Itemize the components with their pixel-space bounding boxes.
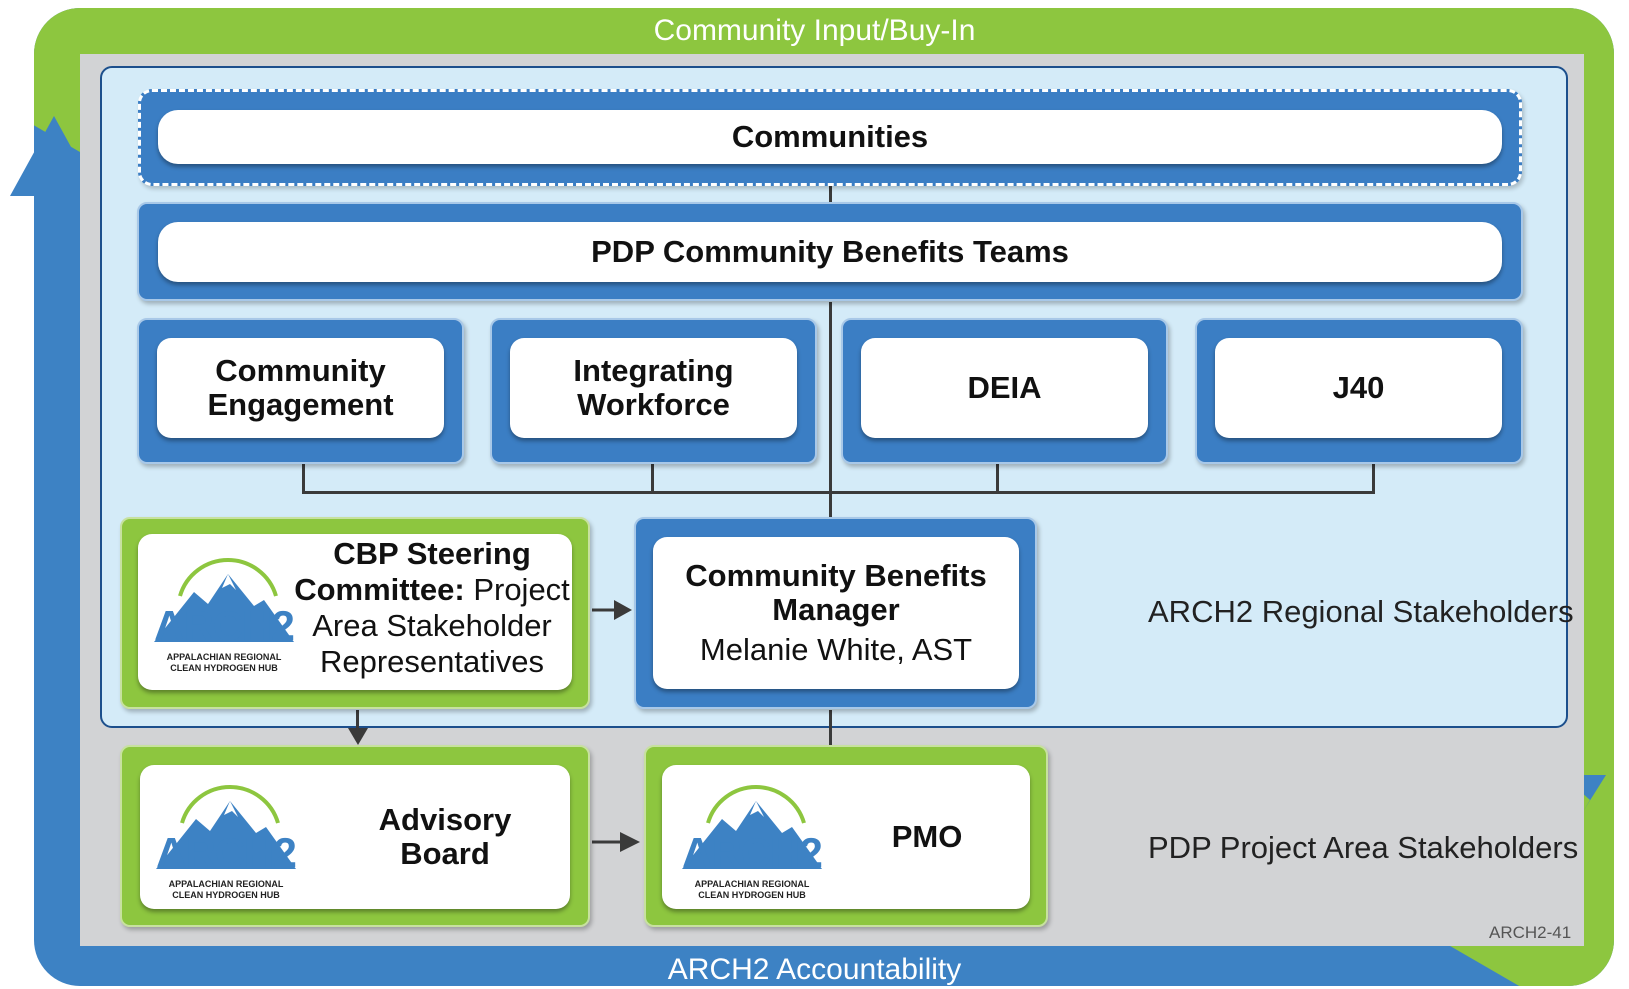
arch2-logo: ARCH2 APPALACHIAN REGIONAL CLEAN HYDROGE… [672, 771, 832, 909]
advisory-box: ARCH2 APPALACHIAN REGIONAL CLEAN HYDROGE… [140, 765, 570, 909]
cbp-steering-text: CBP Steering Committee: Project Area Sta… [294, 536, 570, 680]
bottom-frame-label: ARCH2 Accountability [667, 953, 962, 986]
cbp-text-line2: Area Stakeholder [312, 608, 552, 643]
arch2-logo-word: ARCH2 [154, 602, 295, 649]
team-label-line2: Workforce [577, 387, 730, 422]
cbp-steering-box: ARCH2 APPALACHIAN REGIONAL CLEAN HYDROGE… [138, 534, 572, 690]
team-box-j40: J40 [1215, 338, 1502, 438]
advisory-line2: Board [400, 836, 490, 871]
arch2-logo-sub1: APPALACHIAN REGIONAL [694, 879, 810, 889]
arch2-logo-sub1: APPALACHIAN REGIONAL [166, 652, 282, 662]
advisory-board-label: Advisory Board [320, 803, 570, 871]
communities-box: Communities [158, 110, 1502, 164]
arch2-logo: ARCH2 APPALACHIAN REGIONAL CLEAN HYDROGE… [146, 771, 306, 909]
regional-stakeholders-label: ARCH2 Regional Stakeholders [1148, 594, 1574, 629]
connector-line [1372, 464, 1375, 494]
arch2-mountain-icon [154, 558, 294, 642]
connector-line [302, 464, 305, 494]
up-arrow-icon [10, 116, 98, 196]
team-box-deia: DEIA [861, 338, 1148, 438]
arrow-right-icon [620, 832, 640, 852]
pmo-label: PMO [891, 819, 963, 854]
connector-line [829, 710, 832, 745]
advisory-line1: Advisory [378, 802, 512, 837]
top-frame-label: Community Input/Buy-In [653, 14, 976, 47]
arch2-logo-word: ARCH2 [156, 829, 297, 876]
arch2-mountain-icon [682, 785, 822, 869]
connector-line [302, 491, 1375, 494]
team-box-integrating-workforce: Integrating Workforce [510, 338, 797, 438]
connector-line [651, 464, 654, 494]
team-label-line1: Integrating [573, 353, 734, 388]
team-label-line1: Community [215, 353, 386, 388]
arch2-logo: ARCH2 APPALACHIAN REGIONAL CLEAN HYDROGE… [144, 544, 304, 682]
team-label-line2: Engagement [207, 387, 394, 422]
manager-title-line1: Community Benefits [685, 558, 987, 593]
arch2-logo-sub2: CLEAN HYDROGEN HUB [698, 890, 806, 900]
pdp-teams-box: PDP Community Benefits Teams [158, 222, 1502, 282]
arch2-mountain-icon [156, 785, 296, 869]
cbp-title-line2: Committee: [294, 572, 465, 607]
connector-line [829, 185, 832, 202]
connector-line [996, 464, 999, 494]
arrow-right-icon [614, 600, 632, 620]
arch2-logo-word: ARCH2 [682, 829, 823, 876]
cbp-text-line3: Representatives [319, 644, 544, 679]
team-box-community-engagement: Community Engagement [157, 338, 444, 438]
arch2-logo-sub2: CLEAN HYDROGEN HUB [172, 890, 280, 900]
connector-line [356, 710, 359, 732]
manager-title-line2: Manager [772, 592, 900, 627]
pmo-box: ARCH2 APPALACHIAN REGIONAL CLEAN HYDROGE… [662, 765, 1030, 909]
arch2-logo-sub2: CLEAN HYDROGEN HUB [170, 663, 278, 673]
arch2-logo-sub1: APPALACHIAN REGIONAL [168, 879, 284, 889]
manager-box: Community Benefits Manager Melanie White… [653, 537, 1019, 689]
project-area-stakeholders-label: PDP Project Area Stakeholders [1148, 830, 1579, 865]
cbp-text-line1: Project [464, 572, 570, 607]
cbp-title-line1: CBP Steering [333, 536, 531, 571]
connector-line [829, 302, 832, 518]
manager-name: Melanie White, AST [699, 632, 973, 667]
arrow-down-icon [348, 728, 368, 745]
figure-code: ARCH2-41 [1489, 923, 1572, 942]
